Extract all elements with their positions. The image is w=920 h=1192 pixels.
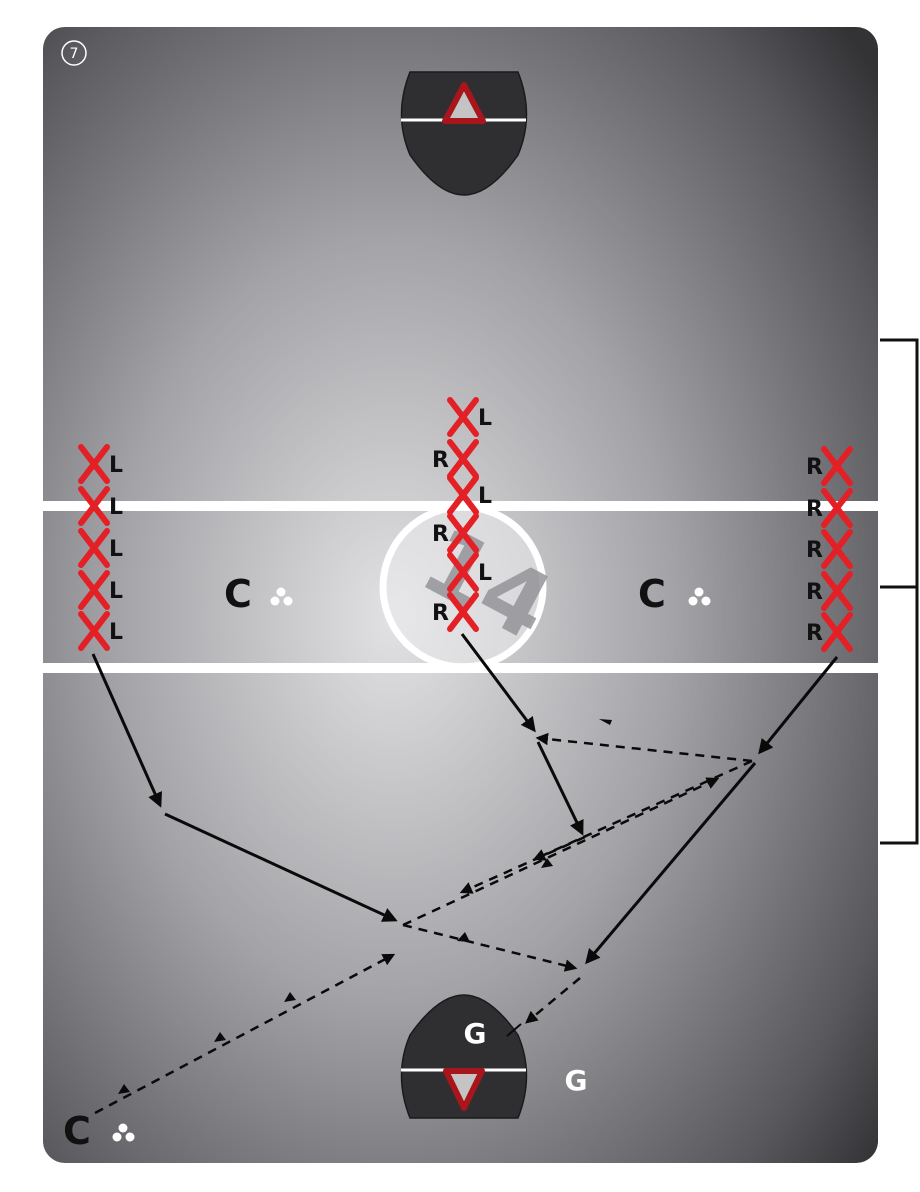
player-marker-2: L <box>78 486 123 526</box>
goalie-waiting: G <box>565 1064 588 1097</box>
player-label-r: R <box>806 455 823 480</box>
player-x-icon <box>821 488 853 528</box>
goalie-in-crease: G <box>464 1017 487 1050</box>
player-label-r: R <box>432 448 449 473</box>
bottom-goal <box>400 994 528 1119</box>
top-goal <box>400 71 528 196</box>
goalie-stick <box>506 1023 522 1037</box>
player-x-icon <box>821 529 853 569</box>
player-x-icon <box>821 612 853 652</box>
player-marker-8: L <box>447 475 492 515</box>
player-marker-11: R <box>432 592 479 632</box>
player-marker-10: L <box>447 552 492 592</box>
side-bracket <box>880 338 919 845</box>
coach-right-group: C <box>638 572 711 616</box>
player-label-l: L <box>109 620 123 645</box>
drill-number-badge <box>61 40 87 66</box>
player-x-icon <box>447 592 479 632</box>
player-x-icon <box>447 439 479 479</box>
player-x-icon <box>821 446 853 486</box>
player-marker-7: R <box>432 439 479 479</box>
ball-group-left <box>270 587 293 606</box>
player-label-l: L <box>109 495 123 520</box>
player-marker-1: L <box>78 444 123 484</box>
player-x-icon <box>447 397 479 437</box>
player-marker-15: R <box>806 571 853 611</box>
player-x-icon <box>447 475 479 515</box>
coach-right: C <box>638 572 666 616</box>
player-marker-9: R <box>432 513 479 553</box>
pass-direction-marks <box>118 719 612 1094</box>
player-x-icon <box>447 513 479 553</box>
player-label-l: L <box>109 537 123 562</box>
player-x-icon <box>78 528 110 568</box>
coach-bottom: C <box>63 1109 91 1153</box>
player-marker-14: R <box>806 529 853 569</box>
ball-group-bottom <box>112 1123 135 1142</box>
player-x-icon <box>821 571 853 611</box>
player-runs <box>91 633 839 965</box>
player-marker-4: L <box>78 570 123 610</box>
player-label-r: R <box>806 621 823 646</box>
player-label-l: L <box>109 579 123 604</box>
player-label-r: R <box>432 522 449 547</box>
ball-group-right <box>688 587 711 606</box>
player-label-l: L <box>478 561 492 586</box>
player-marker-6: L <box>447 397 492 437</box>
player-label-r: R <box>432 601 449 626</box>
coach-bottom-group: C <box>63 1109 135 1153</box>
player-x-icon <box>447 552 479 592</box>
player-label-l: L <box>478 406 492 431</box>
coach-left-group: C <box>224 572 293 616</box>
player-label-l: L <box>478 484 492 509</box>
player-label-r: R <box>806 580 823 605</box>
pass-lines <box>94 732 753 1115</box>
player-x-icon <box>78 444 110 484</box>
player-label-r: R <box>806 497 823 522</box>
player-label-r: R <box>806 538 823 563</box>
player-marker-12: R <box>806 446 853 486</box>
player-marker-5: L <box>78 611 123 651</box>
player-x-icon <box>78 570 110 610</box>
drill-number: 7 <box>70 46 79 62</box>
player-marker-13: R <box>806 488 853 528</box>
player-marker-3: L <box>78 528 123 568</box>
player-label-l: L <box>109 453 123 478</box>
player-x-icon <box>78 486 110 526</box>
player-x-icon <box>78 611 110 651</box>
coach-left: C <box>224 572 252 616</box>
player-marker-16: R <box>806 612 853 652</box>
